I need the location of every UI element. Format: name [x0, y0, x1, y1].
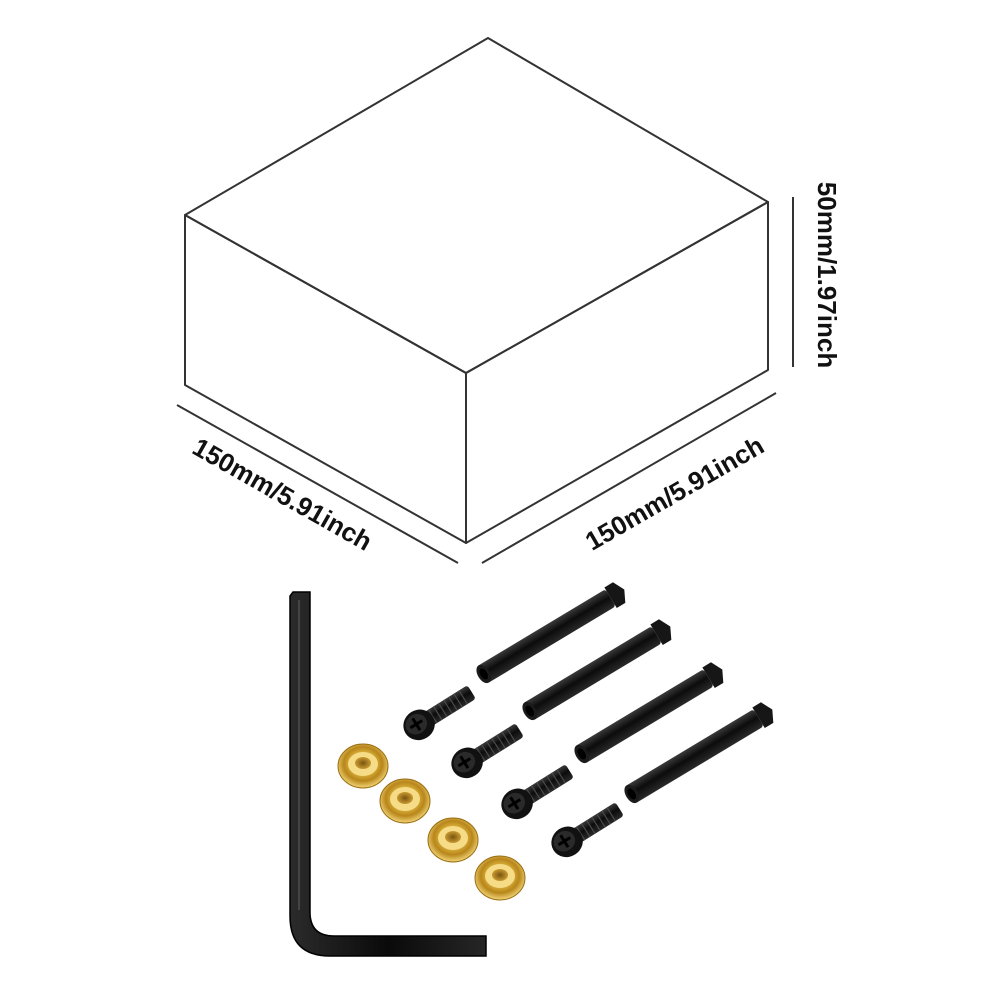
box-left-face — [184, 214, 467, 544]
screw — [396, 677, 482, 748]
screw — [494, 756, 580, 827]
depth-dimension-label: 150mm/5.91inch — [188, 432, 378, 557]
brass-washer — [337, 743, 389, 789]
hex-key — [289, 591, 487, 957]
brass-washer — [474, 855, 526, 901]
brass-washer — [379, 778, 431, 824]
screw — [444, 715, 530, 786]
brass-washer — [427, 817, 479, 863]
width-dimension-label: 150mm/5.91inch — [580, 430, 769, 556]
box-right-face — [465, 201, 769, 544]
depth-dimension-line — [176, 404, 459, 564]
width-dimension-line — [481, 392, 777, 564]
box-top-face — [184, 37, 769, 374]
screw — [544, 794, 630, 865]
box-outline — [184, 37, 769, 544]
height-dimension-label: 50mm/1.97inch — [812, 182, 842, 368]
